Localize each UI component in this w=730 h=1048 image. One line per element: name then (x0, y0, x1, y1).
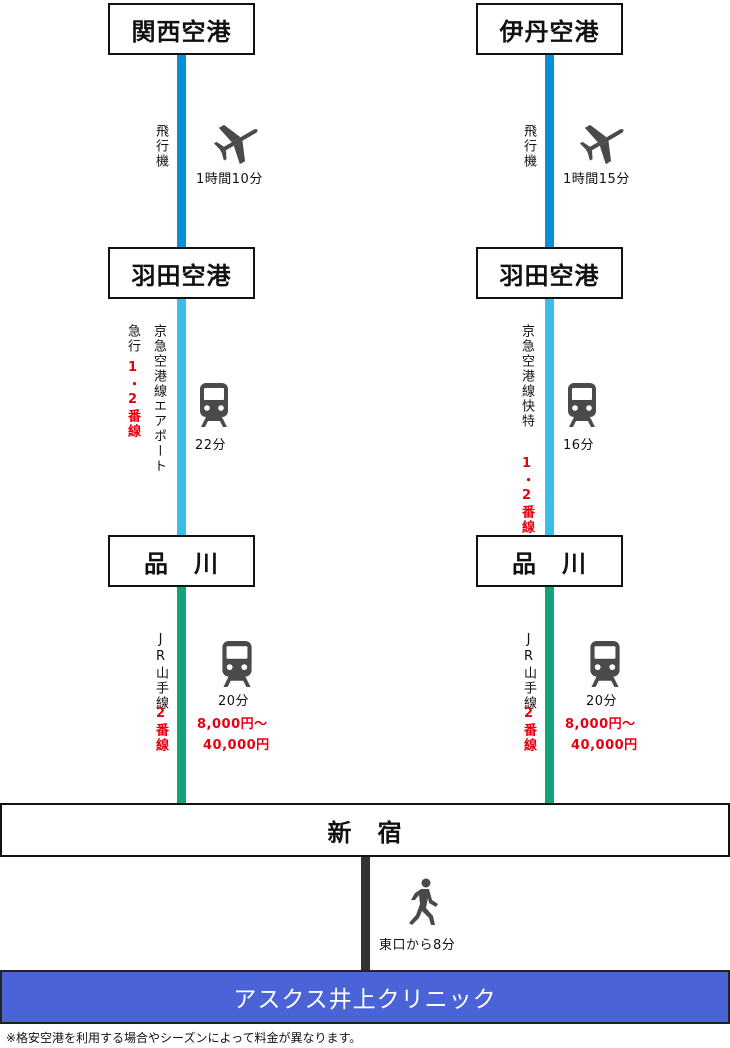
right-keikyu-platform: 1・2番線 (519, 456, 534, 535)
train-icon (589, 640, 621, 688)
airplane-icon (578, 118, 630, 164)
train-icon (221, 640, 253, 688)
destination-clinic: アスクス井上クリニック (0, 970, 730, 1024)
train-icon (567, 382, 597, 428)
walk-line (361, 857, 370, 970)
shinjuku-station: 新 宿 (0, 803, 730, 857)
left-flight-time: 1時間10分 (196, 172, 263, 187)
left-keikyu-line2: 京急空港線エアポート (151, 324, 166, 474)
right-transfer-station: 品 川 (476, 535, 623, 587)
right-keikyu-time: 16分 (563, 438, 595, 453)
right-jr-line: JR山手線 (521, 632, 536, 711)
footnote: ※格安空港を利用する場合やシーズンによって料金が異なります。 (6, 1031, 362, 1045)
left-keikyu-line (177, 299, 186, 535)
left-jr-line (177, 587, 186, 803)
left-flight-line (177, 55, 186, 247)
right-origin-station: 伊丹空港 (476, 3, 623, 55)
right-jr-platform: 2番線 (521, 706, 536, 753)
right-hub-station: 羽田空港 (476, 247, 623, 299)
right-jr-time: 20分 (586, 694, 618, 709)
airplane-icon (212, 118, 264, 164)
left-jr-fare2: 40,000円 (203, 738, 270, 753)
left-jr-fare1: 8,000円～ (197, 717, 268, 732)
left-flight-label: 飛行機 (153, 124, 168, 169)
left-jr-time: 20分 (218, 694, 250, 709)
right-flight-line (545, 55, 554, 247)
left-jr-line: JR山手線 (153, 632, 168, 711)
right-keikyu-line: 京急空港線快特 (519, 324, 534, 429)
left-keikyu-time: 22分 (195, 438, 227, 453)
right-jr-line (545, 587, 554, 803)
right-jr-fare2: 40,000円 (571, 738, 638, 753)
left-keikyu-line1: 急行 (125, 324, 140, 354)
right-keikyu-line (545, 299, 554, 535)
left-transfer-station: 品 川 (108, 535, 255, 587)
right-flight-time: 1時間15分 (563, 172, 630, 187)
right-jr-fare1: 8,000円～ (565, 717, 636, 732)
left-keikyu-platform: 1・2番線 (125, 360, 140, 439)
train-icon (199, 382, 229, 428)
walk-time: 東口から8分 (379, 938, 456, 953)
right-flight-label: 飛行機 (521, 124, 536, 169)
left-origin-station: 関西空港 (108, 3, 255, 55)
left-hub-station: 羽田空港 (108, 247, 255, 299)
left-jr-platform: 2番線 (153, 706, 168, 753)
walking-person-icon (406, 878, 440, 926)
